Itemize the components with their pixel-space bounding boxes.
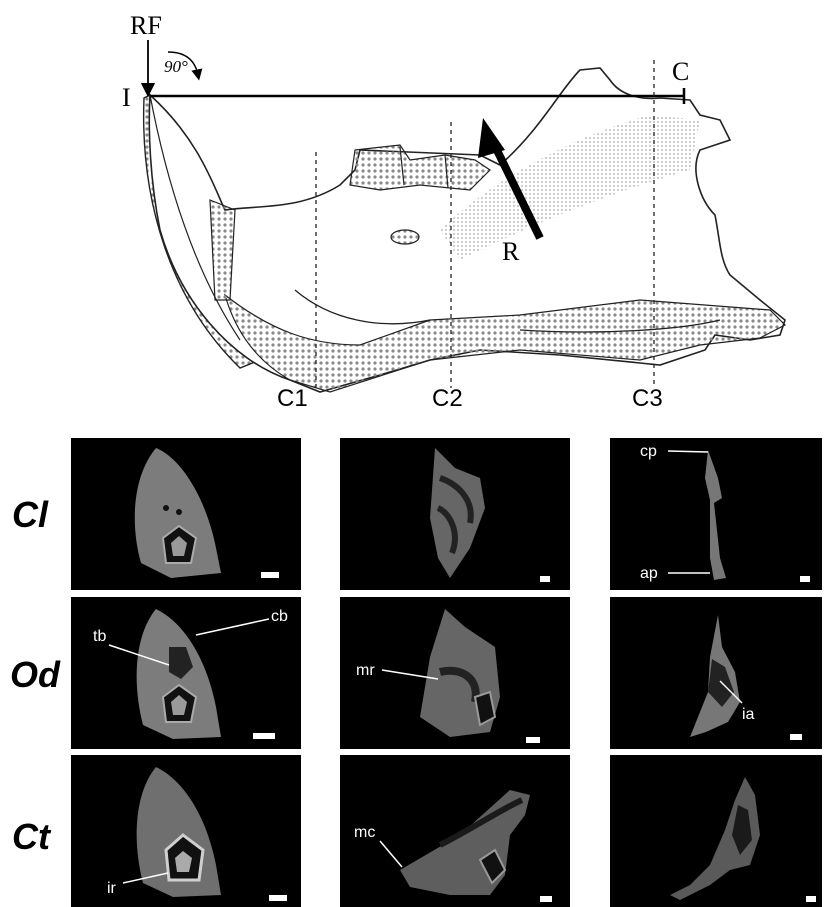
ct-panel-ct-c1: ir <box>71 755 301 907</box>
annotation-cb: cb <box>271 608 288 625</box>
annotation-cp: cp <box>640 443 657 460</box>
scale-bar <box>526 737 540 743</box>
label-section-c2: C2 <box>432 385 463 412</box>
label-rf: RF <box>130 11 162 40</box>
scale-bar <box>540 576 550 582</box>
row-label-od: Od <box>10 654 60 696</box>
scale-bar <box>800 576 810 582</box>
ct-panel-cl-c1 <box>71 438 301 590</box>
ct-panel-ct-c3 <box>610 755 822 907</box>
label-angle: 90° <box>164 57 188 76</box>
row-label-cl: Cl <box>12 494 48 536</box>
scale-bar <box>790 734 802 740</box>
scale-bar <box>253 733 275 739</box>
label-i: I <box>122 83 131 112</box>
label-section-c3: C3 <box>632 385 663 412</box>
ct-panel-od-c3: ia <box>610 597 822 749</box>
ct-panel-cl-c3: cp ap <box>610 438 822 590</box>
label-section-c1: C1 <box>277 385 308 412</box>
annotation-ap: ap <box>640 565 658 582</box>
annotation-ia: ia <box>742 706 755 723</box>
scale-bar <box>806 896 816 902</box>
symphysis-area <box>210 200 235 300</box>
ct-panel-ct-c2: mc <box>340 755 570 907</box>
scale-bar <box>540 896 552 902</box>
mental-foramen <box>391 230 419 244</box>
label-r: R <box>502 237 520 266</box>
ct-panel-cl-c2 <box>340 438 570 590</box>
annotation-mr: mr <box>356 662 375 679</box>
row-label-ct: Ct <box>12 816 50 858</box>
ct-panel-od-c1: tb cb <box>71 597 301 749</box>
label-c: C <box>672 57 689 86</box>
annotation-tb: tb <box>93 628 106 645</box>
scale-bar <box>261 572 279 578</box>
annotation-ir: ir <box>107 880 117 897</box>
mandible-diagram: RF 90° I C R C1 C2 C3 <box>0 0 826 430</box>
annotation-mc: mc <box>354 824 375 841</box>
scale-bar <box>269 895 287 901</box>
ct-panel-od-c2: mr <box>340 597 570 749</box>
